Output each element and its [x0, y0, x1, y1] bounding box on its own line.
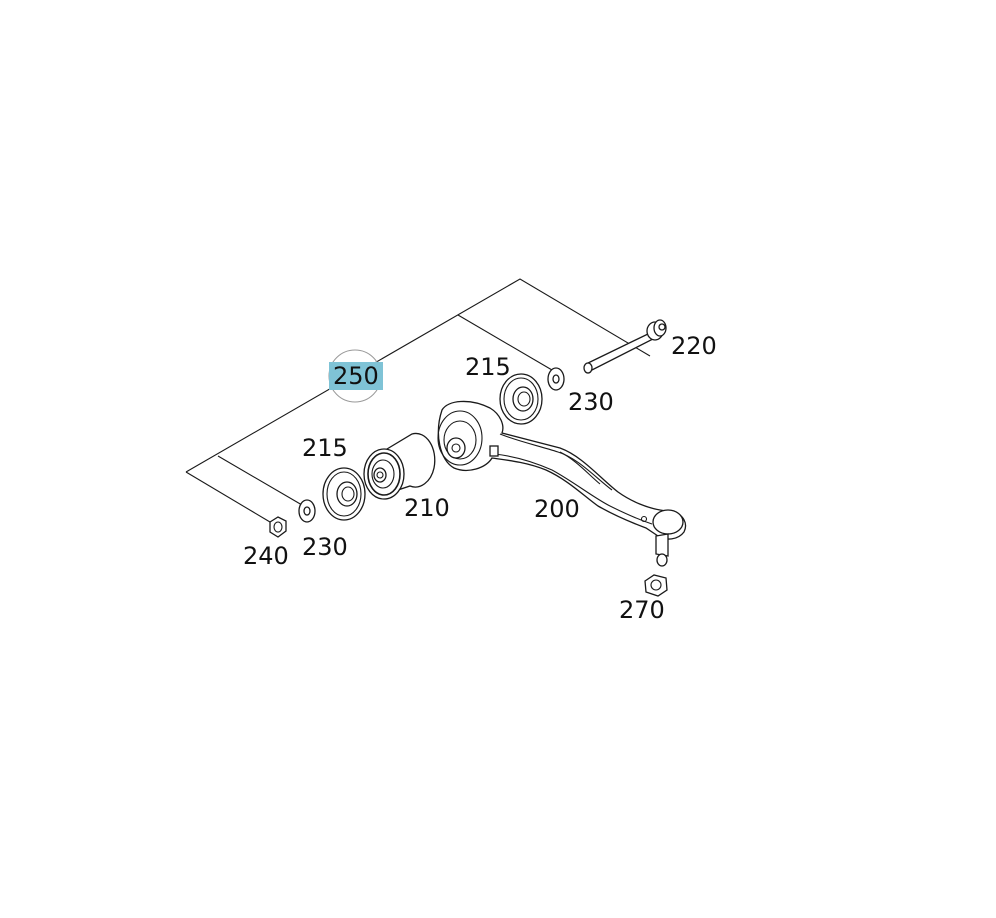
callout-label-230-left[interactable]: 230 — [302, 533, 348, 561]
bolt-part-220[interactable] — [583, 319, 667, 374]
nut-part-270[interactable] — [644, 574, 668, 597]
callout-label-270[interactable]: 270 — [619, 596, 665, 624]
nut-part-240[interactable] — [269, 516, 287, 538]
washer-part-230-left[interactable] — [298, 499, 316, 523]
bushing-cap-part-215-left[interactable] — [322, 467, 366, 521]
callout-label-215-left[interactable]: 215 — [302, 434, 348, 462]
washer-part-230-right[interactable] — [547, 367, 565, 391]
callout-label-215-right[interactable]: 215 — [465, 353, 511, 381]
callout-label-220[interactable]: 220 — [671, 332, 717, 360]
callout-label-210[interactable]: 210 — [404, 494, 450, 522]
callout-label-240[interactable]: 240 — [243, 542, 289, 570]
bushing-sleeve-part-210[interactable] — [363, 432, 436, 500]
callout-label-230-right[interactable]: 230 — [568, 388, 614, 416]
control-arm-part-200[interactable] — [437, 400, 687, 567]
callout-label-200[interactable]: 200 — [534, 495, 580, 523]
callout-label-250[interactable]: 250 — [329, 362, 383, 390]
assembly-leader-lines — [185, 278, 651, 523]
bushing-cap-part-215-right[interactable] — [499, 373, 543, 425]
